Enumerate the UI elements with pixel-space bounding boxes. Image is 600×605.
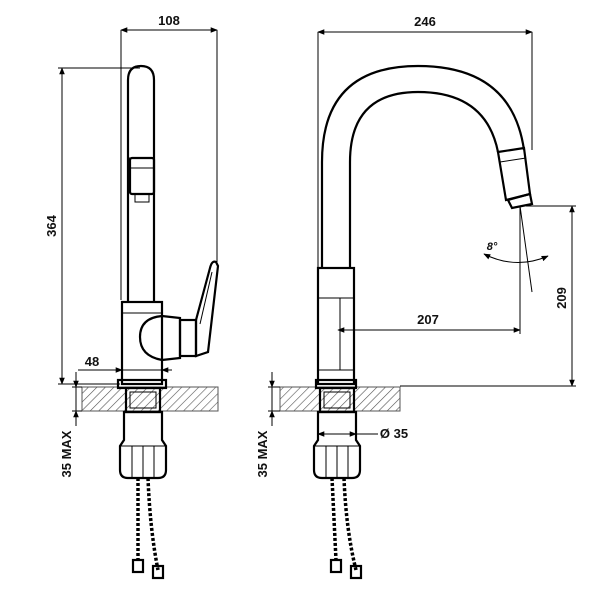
side-cartridge: [138, 314, 182, 362]
dim-front-angle: 8°: [487, 241, 498, 253]
dim-front-diameter: Ø 35: [380, 426, 408, 441]
side-view: 108 364 48 35 MAX: [44, 13, 220, 580]
dim-front-max: 35 MAX: [255, 430, 270, 477]
dim-front-width: 246: [414, 14, 436, 29]
side-supply-hoses: [136, 477, 160, 571]
side-body: [120, 300, 164, 386]
front-supply-hoses: [330, 477, 358, 571]
side-spout-body: [126, 64, 156, 302]
countertop-section-left: [81, 386, 219, 412]
front-body: [316, 266, 356, 386]
front-gooseneck-spout: [320, 64, 526, 268]
dim-side-width: 108: [158, 13, 180, 28]
front-spout-nozzle: [496, 146, 532, 202]
dim-side-base: 48: [85, 354, 99, 369]
dim-front-spout-height: 209: [554, 287, 569, 309]
side-lever-handle[interactable]: [194, 260, 220, 358]
dim-side-max: 35 MAX: [59, 430, 74, 477]
side-fixing-nut: [118, 410, 168, 480]
countertop-section-right: [279, 386, 401, 412]
dim-front-reach: 207: [417, 312, 439, 327]
front-view: 246 207 209 8° Ø 35 35 MAX: [255, 14, 576, 580]
side-aerator: [128, 156, 156, 196]
front-fixing-nut: [312, 410, 362, 480]
dim-side-height: 364: [44, 214, 59, 236]
